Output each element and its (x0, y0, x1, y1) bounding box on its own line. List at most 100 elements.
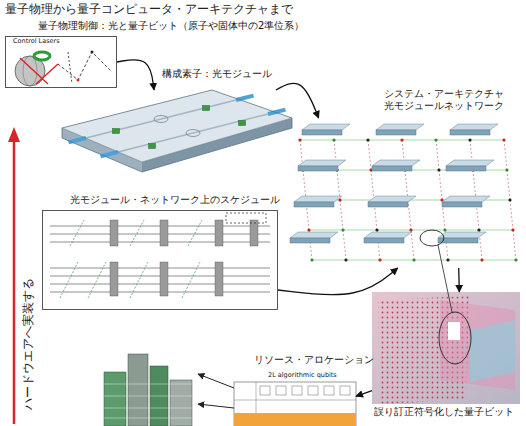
optical-module-chip-part (118, 114, 268, 152)
hardware-stack-sketch-part (170, 380, 192, 426)
resource-table-part-part (276, 386, 286, 395)
node-heading: システム・アーキテクチャ 光モジュールネットワーク (384, 88, 512, 112)
module-slab-side (450, 130, 490, 135)
hardware-stack-sketch-part (104, 384, 192, 418)
lattice-link (513, 230, 516, 260)
module-slab-top (442, 196, 490, 202)
schedule-chart-part-part (160, 262, 168, 296)
lattice-dot (310, 258, 313, 261)
lattice-dot (338, 198, 341, 201)
module-slab (294, 196, 342, 207)
module-slab-top (298, 160, 346, 166)
lattice-dot (378, 258, 381, 261)
resource-table-part-part (292, 386, 302, 395)
lattice-link (411, 230, 414, 260)
lattice-link (473, 170, 476, 200)
module-slab-top (446, 160, 494, 166)
lattice-dot (508, 198, 511, 201)
module-slab-top (438, 232, 486, 238)
module-slab-side (290, 238, 330, 243)
optical-module-chip-part (203, 106, 210, 111)
schedule-chart-part-part (70, 220, 84, 246)
lattice-link (312, 260, 346, 261)
node-outline (42, 210, 278, 310)
lattice-dot (443, 228, 446, 231)
lattice-dot (514, 258, 517, 261)
lattice-dot (298, 138, 301, 141)
lattice-dot (468, 138, 471, 141)
module-network (290, 124, 518, 262)
laser-atom-sketch-part (68, 52, 72, 84)
optical-module-chip-part (113, 129, 120, 134)
module-slab (446, 160, 494, 171)
module-slab (290, 232, 338, 243)
flow-arrow (276, 83, 319, 118)
lattice-link (343, 230, 346, 260)
resource-table-part-part (260, 386, 270, 395)
flow-arrow (278, 268, 398, 295)
module-slab (368, 196, 416, 207)
hardware-stack-sketch-part (198, 404, 234, 408)
module-slab (442, 196, 490, 207)
lattice-link (510, 200, 513, 230)
lattice-link (377, 230, 411, 231)
optical-module-chip-part (86, 100, 236, 138)
schedule-chart-part-part (130, 262, 148, 298)
inset-caption: Control Lasers (13, 38, 103, 46)
leader-callout (420, 230, 471, 364)
module-slab-side (446, 166, 486, 171)
diagram-title: 量子物理から量子コンピュータ・アーキテクチャまで (5, 3, 293, 17)
lattice-link (368, 140, 371, 170)
resource-table-part-part (324, 386, 334, 395)
lattice-link (303, 170, 306, 200)
lattice-dot (332, 138, 335, 141)
laser-atom-sketch-part (58, 52, 112, 80)
resource-table-part (260, 386, 350, 395)
node-heading: リソース・アロケーション (254, 354, 379, 366)
module-slab-side (298, 166, 338, 171)
laser-atom-sketch-part (91, 51, 94, 54)
lattice-link (337, 170, 340, 200)
lattice-dot (505, 168, 508, 171)
lattice-link (408, 200, 442, 201)
lattice-link (368, 140, 402, 141)
node-outline (62, 90, 292, 178)
lattice-dot (409, 228, 412, 231)
laser-atom-sketch-part (34, 52, 50, 60)
lattice-link (340, 200, 374, 201)
module-slab (364, 232, 412, 243)
box-border (6, 37, 117, 88)
schedule-chart-part (226, 213, 266, 223)
node-outline (372, 292, 520, 404)
slab-outline (62, 90, 292, 172)
module-slab-top (376, 124, 424, 130)
module-slab-side (442, 202, 482, 207)
module-slab (450, 124, 498, 135)
lattice-link (436, 140, 470, 141)
schedule-chart-part-part (88, 262, 106, 298)
lattice-link (380, 260, 414, 261)
schedule-chart-part (60, 220, 202, 298)
optical-module-chip-part (186, 130, 200, 137)
box-border (43, 211, 278, 310)
schedule-chart-part-part (110, 220, 118, 246)
module-slab (372, 160, 420, 171)
hardware-stack-sketch-part-part (104, 396, 192, 397)
hardware-arrow-part (8, 127, 20, 142)
module-slab-side (372, 166, 412, 171)
module-slab-top (290, 232, 338, 238)
laser-atom-sketch (15, 51, 112, 87)
error-corrected-qubit-image (372, 292, 520, 404)
lattice-link (445, 230, 479, 231)
module-slab-side (294, 202, 334, 207)
module-slab-side (376, 130, 416, 135)
lattice-link (402, 140, 436, 141)
lattice-link (337, 170, 371, 171)
module-network: システム・アーキテクチャ 光モジュールネットワーク (296, 118, 522, 268)
hardware-stack-sketch-part (128, 354, 148, 426)
leader-callout-part (420, 230, 444, 246)
flow-arrow (356, 391, 372, 397)
optical-module: 構成素子：光モジュール (62, 90, 292, 178)
lattice-link (334, 140, 368, 141)
